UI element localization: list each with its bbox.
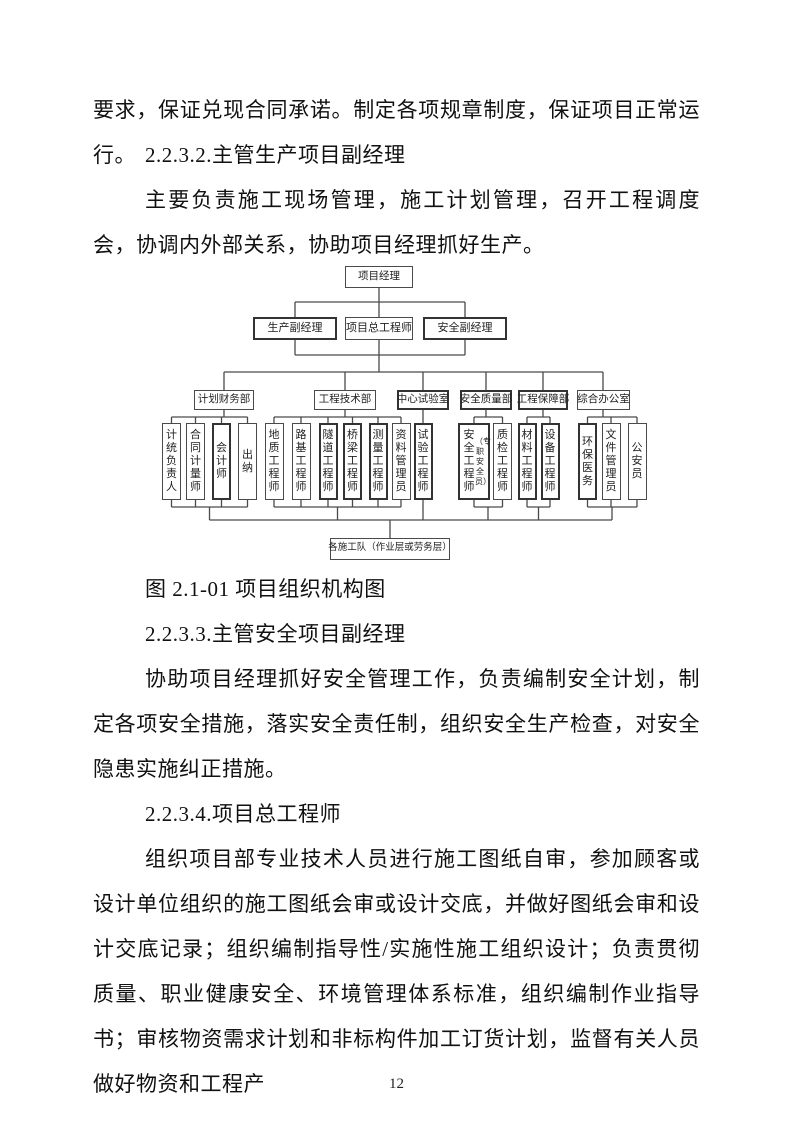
vertical-label: 公安员 xyxy=(631,442,643,480)
page-number: 12 xyxy=(389,1076,404,1092)
org-box-survey-engineer: 测量工程师 xyxy=(368,423,388,500)
org-box-contract-measurer: 合同计量师 xyxy=(186,423,205,500)
org-box-test-engineer: 试验工程师 xyxy=(413,423,433,500)
vertical-label: 材料工程师 xyxy=(521,429,533,493)
org-chart-connectors xyxy=(170,288,638,538)
org-box-equipment-engineer: 设备工程师 xyxy=(540,423,560,500)
vertical-label: 文件管理员 xyxy=(605,429,617,493)
vertical-label: 出纳 xyxy=(242,448,253,474)
org-box-safety-engineer: 安全工程师 （专职安全员） xyxy=(458,423,491,500)
vertical-label: 测量工程师 xyxy=(372,429,384,493)
org-box-security-officer: 公安员 xyxy=(627,423,647,500)
org-box-roadbed-engineer: 路基工程师 xyxy=(291,423,311,500)
figure-caption: 图 2.1-01 项目组织机构图 xyxy=(145,577,386,601)
paragraph-2-2-3-4: 组织项目部专业技术人员进行施工图纸自审，参加顾客或设计单位组织的施工图纸会审或设… xyxy=(93,847,700,1096)
heading-2-2-3-2: 2.2.3.2.主管生产项目副经理 xyxy=(145,143,406,167)
org-box-accountant: 会计师 xyxy=(212,423,231,500)
org-box-environment-medical: 环保医务 xyxy=(578,423,597,500)
vertical-label: 路基工程师 xyxy=(295,429,307,493)
org-box-statistics-lead: 计统负责人 xyxy=(162,423,181,500)
vertical-label: 质检工程师 xyxy=(497,429,508,493)
vertical-label: 计统负责人 xyxy=(166,429,177,493)
org-box-tunnel-engineer: 隧道工程师 xyxy=(318,423,338,500)
org-box-dept-general-office: 综合办公室 xyxy=(577,390,630,410)
org-box-construction-teams: 各施工队（作业层或劳务层） xyxy=(328,538,452,560)
org-box-geology-engineer: 地质工程师 xyxy=(264,423,284,500)
org-box-dept-plan-finance: 计划财务部 xyxy=(194,390,254,410)
org-box-production-deputy-manager: 生产副经理 xyxy=(253,317,337,340)
vertical-label: 安全工程师 xyxy=(463,429,475,493)
org-box-project-manager: 项目经理 xyxy=(345,266,413,288)
vertical-label-note: （专职安全员） xyxy=(475,436,491,486)
vertical-label: 设备工程师 xyxy=(544,429,556,493)
org-box-quality-inspector: 质检工程师 xyxy=(493,423,512,500)
vertical-label: 会计师 xyxy=(216,442,227,480)
vertical-label: 试验工程师 xyxy=(417,429,429,493)
vertical-label: 资料管理员 xyxy=(395,429,407,493)
vertical-label: 隧道工程师 xyxy=(322,429,334,493)
org-box-dept-support: 工程保障部 xyxy=(517,390,569,410)
vertical-label: 桥梁工程师 xyxy=(347,429,358,493)
vertical-label: 环保医务 xyxy=(582,435,593,487)
paragraph-2-2-3-3: 协助项目经理抓好安全管理工作，负责编制安全计划，制定各项安全措施，落实安全责任制… xyxy=(93,667,700,781)
org-box-dept-safety-quality: 安全质量部 xyxy=(460,390,512,410)
org-box-safety-deputy-manager: 安全副经理 xyxy=(423,317,507,340)
org-box-document-controller: 资料管理员 xyxy=(391,423,411,500)
paragraph-continuation: 要求，保证兑现合同承诺。制定各项规章制度，保证项目正常运行。 xyxy=(93,98,700,167)
paragraph-2-2-3-2: 主要负责施工现场管理，施工计划管理，召开工程调度会，协调内外部关系，协助项目经理… xyxy=(93,188,700,257)
org-box-bridge-engineer: 桥梁工程师 xyxy=(343,423,362,500)
org-box-cashier: 出纳 xyxy=(238,423,257,500)
org-chart-figure: 项目经理 生产副经理 项目总工程师 安全副经理 计划财务部 工程技术部 中心试验… xyxy=(93,262,700,564)
org-box-chief-engineer: 项目总工程师 xyxy=(345,317,413,340)
org-box-material-engineer: 材料工程师 xyxy=(517,423,537,500)
heading-2-2-3-3: 2.2.3.3.主管安全项目副经理 xyxy=(145,622,406,646)
vertical-label: 合同计量师 xyxy=(190,429,201,493)
org-box-file-manager: 文件管理员 xyxy=(601,423,621,500)
heading-2-2-3-4: 2.2.3.4.项目总工程师 xyxy=(145,802,341,826)
org-box-dept-engineering-tech: 工程技术部 xyxy=(314,390,376,410)
org-box-dept-central-lab: 中心试验室 xyxy=(397,390,449,410)
vertical-label: 地质工程师 xyxy=(268,429,280,493)
